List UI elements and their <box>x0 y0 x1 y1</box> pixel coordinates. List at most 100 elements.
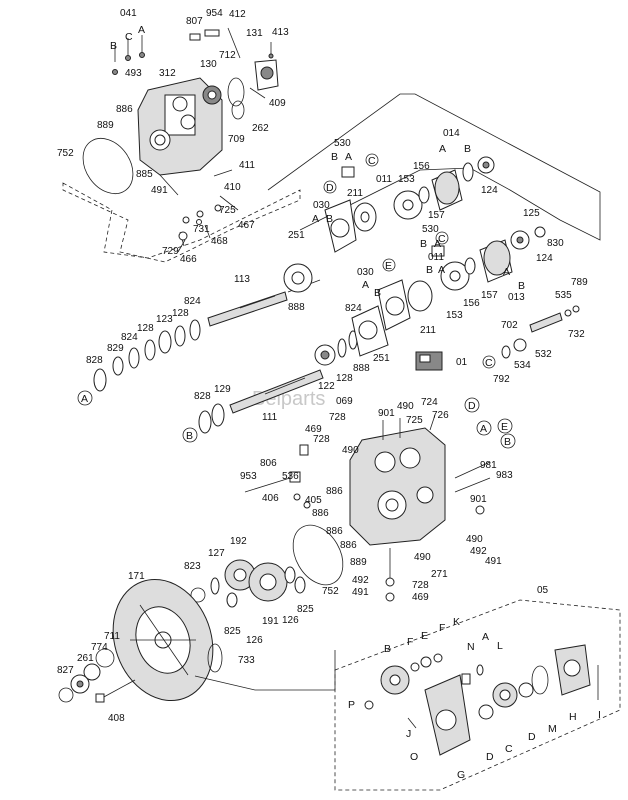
label-C-circle: C <box>438 233 446 245</box>
label-752: 752 <box>322 586 339 597</box>
label-711: 711 <box>104 631 120 642</box>
label-B: B <box>110 40 117 52</box>
label-885: 885 <box>136 169 153 180</box>
label-A-circle: A <box>81 393 88 405</box>
label-408: 408 <box>108 713 125 724</box>
label-C: C <box>505 743 513 755</box>
label-113: 113 <box>234 274 250 285</box>
label-153: 153 <box>446 310 463 321</box>
label-830: 830 <box>547 238 564 249</box>
label-A: A <box>503 266 510 278</box>
label-886: 886 <box>340 540 357 551</box>
label-211: 211 <box>347 188 363 199</box>
label-I: I <box>598 709 601 721</box>
label-A-circle: A <box>480 423 487 435</box>
label-728: 728 <box>412 580 429 591</box>
label-824: 824 <box>184 296 201 307</box>
label-828: 828 <box>194 391 211 402</box>
rotary-groups <box>267 93 601 331</box>
main-casing <box>244 414 491 602</box>
label-171: 171 <box>128 571 145 582</box>
label-824: 824 <box>121 332 138 343</box>
label-405: 405 <box>305 495 322 506</box>
label-886: 886 <box>326 486 343 497</box>
label-B: B <box>331 151 338 163</box>
label-157: 157 <box>481 290 498 301</box>
label-953: 953 <box>240 471 257 482</box>
label-N: N <box>467 641 475 653</box>
label-409: 409 <box>269 98 286 109</box>
label-041: 041 <box>120 8 137 19</box>
label-J: J <box>406 728 411 740</box>
label-A: A <box>362 279 369 291</box>
label-E-circle: E <box>385 260 392 272</box>
label-B: B <box>518 280 525 292</box>
label-124: 124 <box>481 185 498 196</box>
label-A: A <box>439 143 446 155</box>
label-251: 251 <box>373 353 390 364</box>
label-B: B <box>420 238 427 250</box>
label-125: 125 <box>523 208 540 219</box>
label-P: P <box>348 699 355 711</box>
label-156: 156 <box>413 161 430 172</box>
label-410: 410 <box>224 182 241 193</box>
label-128: 128 <box>137 323 154 334</box>
label-C-circle: C <box>485 357 493 369</box>
label-413: 413 <box>272 27 289 38</box>
label-069: 069 <box>336 396 353 407</box>
label-954: 954 <box>206 8 223 19</box>
label-013: 013 <box>508 292 525 303</box>
label-H: H <box>569 711 577 723</box>
label-468: 468 <box>211 236 228 247</box>
label-O: O <box>410 751 418 763</box>
label-156: 156 <box>463 298 480 309</box>
label-129: 829 <box>107 343 124 354</box>
gear-section <box>58 559 306 703</box>
label-888: 888 <box>353 363 370 374</box>
label-534: 534 <box>514 360 531 371</box>
label-130: 130 <box>200 59 217 70</box>
label-406: 406 <box>262 493 279 504</box>
label-493: 493 <box>125 68 142 79</box>
label-A: A <box>438 264 445 276</box>
label-A: A <box>138 24 145 36</box>
label-491: 491 <box>352 587 369 598</box>
shaft-labels: 113 888 824 128 123 128 824 829 828 A 82… <box>77 274 552 443</box>
label-B: B <box>326 213 333 225</box>
label-492: 492 <box>352 575 369 586</box>
label-725: 725 <box>219 205 236 216</box>
label-789: 789 <box>571 277 588 288</box>
label-B: B <box>426 264 433 276</box>
label-E: E <box>421 630 428 642</box>
shafts <box>93 263 580 434</box>
label-490: 490 <box>414 552 431 563</box>
label-530: 530 <box>422 224 439 235</box>
label-725: 725 <box>406 415 423 426</box>
label-825: 825 <box>297 604 314 615</box>
label-752: 752 <box>57 148 74 159</box>
label-889: 889 <box>97 120 114 131</box>
label-A: A <box>482 631 489 643</box>
label-702: 702 <box>501 320 518 331</box>
label-G: G <box>457 769 465 781</box>
label-153: 153 <box>398 174 415 185</box>
label-192: 192 <box>230 536 247 547</box>
label-774: 774 <box>91 642 108 653</box>
label-011: 011 <box>428 252 444 263</box>
label-412: 412 <box>229 9 246 20</box>
label-C: C <box>125 31 133 43</box>
label-262: 262 <box>252 123 269 134</box>
label-490: 490 <box>466 534 483 545</box>
label-D: D <box>486 751 494 763</box>
label-886: 886 <box>312 508 329 519</box>
label-728: 728 <box>313 434 330 445</box>
label-05: 05 <box>537 585 549 596</box>
label-271: 271 <box>431 569 448 580</box>
label-B: B <box>384 643 391 655</box>
label-901: 901 <box>470 494 487 505</box>
label-733: 733 <box>238 655 255 666</box>
label-726: 726 <box>432 410 449 421</box>
gear-labels: 192 127 823 171 191 126 825 825 126 711 … <box>57 536 314 724</box>
label-469: 469 <box>305 424 322 435</box>
